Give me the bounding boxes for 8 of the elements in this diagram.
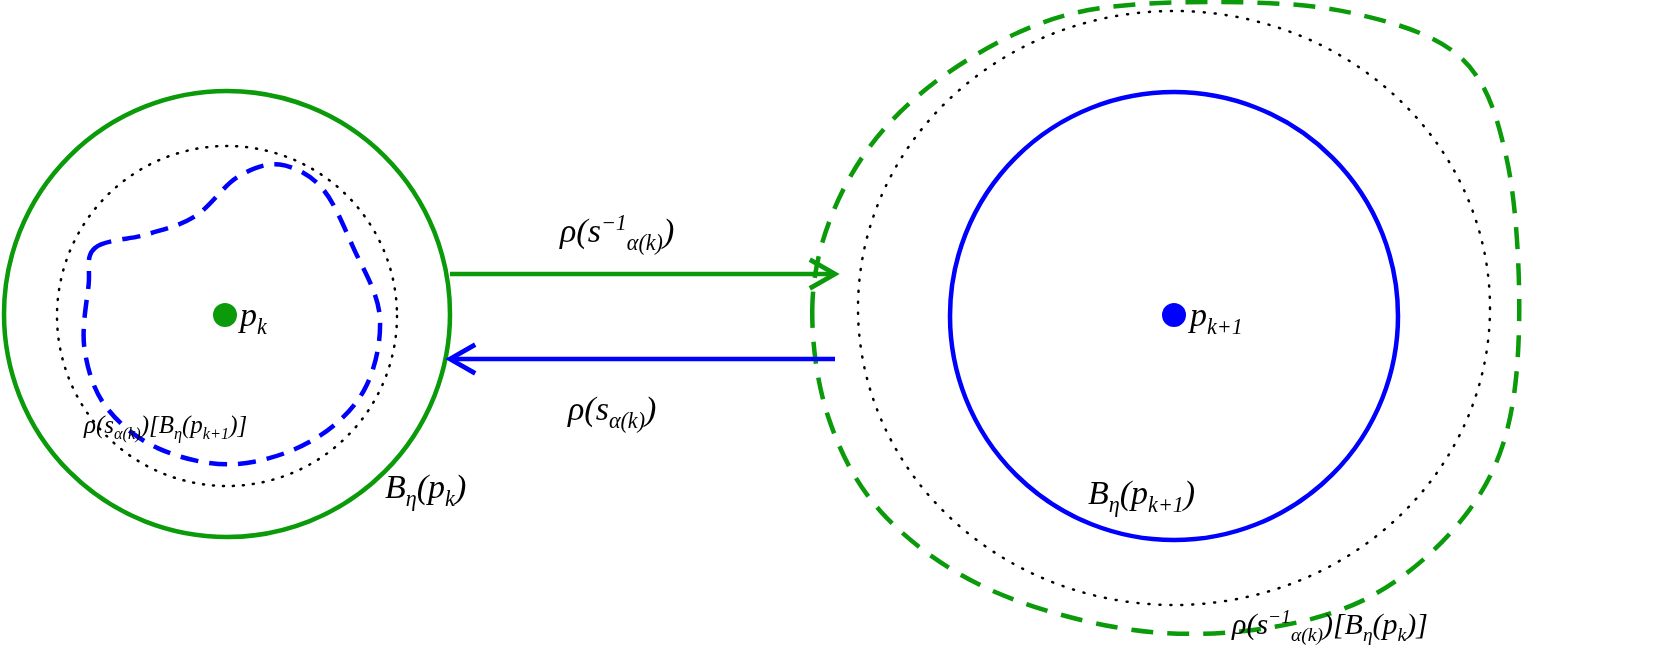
arrow bbox=[450, 257, 838, 291]
edge-label: ρ(s$_{α(k)}$) bbox=[568, 392, 657, 432]
edge-label: ρ(s$^{−1}$$_{α(k)}$) bbox=[560, 212, 675, 255]
region-label: B$_{η}$(p$_{k+1}$) bbox=[1088, 476, 1196, 516]
point-label: p$_{k+1}$ bbox=[1190, 298, 1243, 338]
arrow bbox=[447, 342, 835, 376]
region-label: B$_{η}$(p$_{k}$) bbox=[385, 470, 467, 510]
point-label: p$_{k}$ bbox=[240, 298, 267, 338]
